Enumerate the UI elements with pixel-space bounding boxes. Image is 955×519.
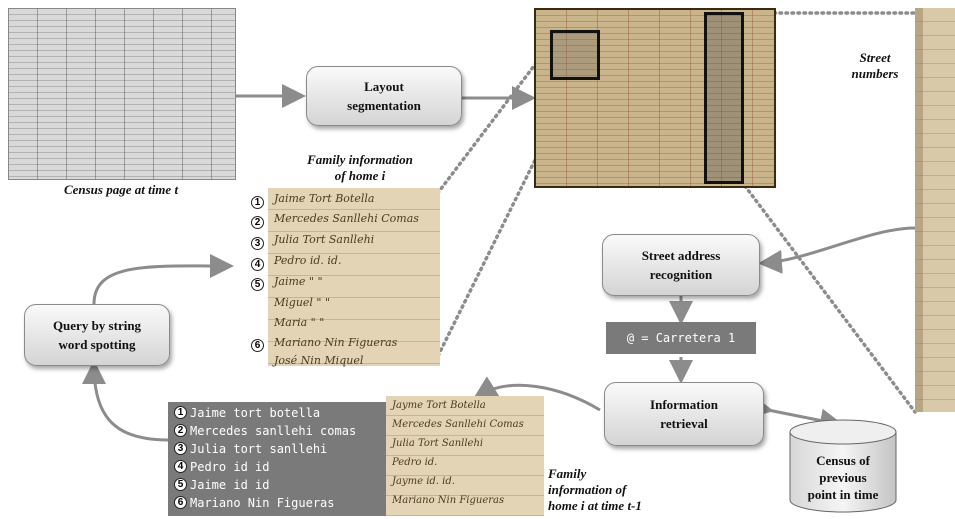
entry-number-badge: 2 xyxy=(251,216,264,229)
family-info-caption: Family information of home i xyxy=(307,152,413,183)
previous-family-crop: Jayme Tort Botella Mercedes Sanllehi Com… xyxy=(386,396,544,516)
handwritten-line: Jaime Tort Botella xyxy=(274,192,375,205)
result-text: Mercedes sanllehi comas xyxy=(190,424,357,438)
result-text: Pedro id id xyxy=(190,460,270,474)
arrow-query-to-family xyxy=(92,253,234,305)
handwritten-line: Pedro id. xyxy=(392,457,438,468)
handwritten-line: José Nin Miquel xyxy=(274,354,364,367)
arrow-results-to-query xyxy=(82,360,169,442)
entry-number-badge: 3 xyxy=(251,237,264,250)
result-number-badge: 3 xyxy=(174,442,187,455)
entry-number-badge: 1 xyxy=(251,196,264,209)
handwritten-line: Mercedes Sanllehi Comas xyxy=(274,212,419,225)
street-column-highlight xyxy=(704,12,744,184)
result-number-badge: 5 xyxy=(174,478,187,491)
handwritten-line: Julia Tort Sanllehi xyxy=(392,438,484,449)
handwritten-line: Mariano Nin Figueras xyxy=(274,336,398,349)
address-result-label: @ = Carretera 1 xyxy=(606,322,756,354)
entry-number-badge: 4 xyxy=(251,258,264,271)
census-page-image xyxy=(8,8,236,180)
census-page-caption: Census page at time t xyxy=(63,182,179,197)
street-address-recognition-box: Street address recognition xyxy=(602,234,760,296)
dotted-zoom-line xyxy=(743,184,917,414)
handwritten-line: Miguel " " xyxy=(274,296,331,309)
handwritten-line: Mariano Nin Figueras xyxy=(392,495,505,506)
result-number-badge: 6 xyxy=(174,496,187,509)
family-info-crop: Jaime Tort Botella Mercedes Sanllehi Com… xyxy=(268,188,440,367)
segmented-page-image xyxy=(534,8,776,188)
database-label: Census of previous point in time xyxy=(807,453,879,502)
information-retrieval-box: Information retrieval xyxy=(604,382,764,446)
arrow-retrieval-database xyxy=(747,394,844,433)
result-text: Jaime id id xyxy=(190,478,270,492)
arrow-retrieval-to-previous xyxy=(472,376,601,412)
handwritten-line: Jaime " " xyxy=(274,275,323,288)
result-text: Mariano Nin Figueras xyxy=(190,496,335,510)
arrow-strip-to-address xyxy=(758,226,916,274)
result-text: Julia tort sanllehi xyxy=(190,442,328,456)
street-numbers-caption: Street numbers xyxy=(851,50,899,81)
result-text: Jaime tort botella xyxy=(190,406,321,420)
result-number-badge: 4 xyxy=(174,460,187,473)
result-number-badge: 2 xyxy=(174,424,187,437)
handwritten-line: Pedro id. id. xyxy=(274,254,342,267)
entry-number-badge: 6 xyxy=(251,339,264,352)
street-numbers-strip xyxy=(915,8,955,412)
family-block-highlight xyxy=(550,30,600,80)
handwritten-line: Maria " " xyxy=(274,316,325,329)
query-word-spotting-box: Query by string word spotting xyxy=(24,304,170,366)
retrieved-results-panel: 1 Jaime tort botella 2 Mercedes sanllehi… xyxy=(168,402,386,516)
result-number-badge: 1 xyxy=(174,406,187,419)
previous-family-caption: Family information of home i at time t-1 xyxy=(548,466,642,513)
dotted-zoom-line xyxy=(434,148,542,362)
dotted-zoom-line xyxy=(432,56,542,200)
handwritten-line: Julia Tort Sanllehi xyxy=(274,233,375,246)
entry-number-badge: 5 xyxy=(251,278,264,291)
handwritten-line: Jayme Tort Botella xyxy=(392,400,486,411)
handwritten-line: Mercedes Sanllehi Comas xyxy=(392,419,524,430)
handwritten-line: Jayme id. id. xyxy=(392,476,455,487)
layout-segmentation-box: Layout segmentation xyxy=(306,66,462,126)
